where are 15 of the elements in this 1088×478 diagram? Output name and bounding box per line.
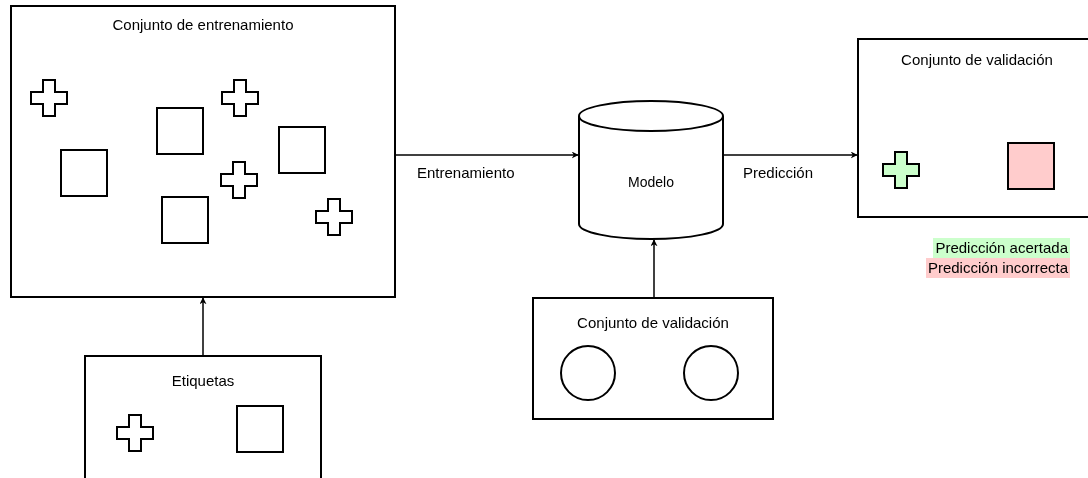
process-box xyxy=(10,5,396,298)
arrow xyxy=(723,151,858,159)
node-title: Conjunto de entrenamiento xyxy=(111,15,295,35)
process-box xyxy=(84,355,322,478)
node-title: Etiquetas xyxy=(170,371,236,391)
process-box xyxy=(532,297,774,420)
arrow xyxy=(650,239,658,298)
process-box xyxy=(857,38,1088,218)
arrow xyxy=(395,151,579,159)
node-title: Modelo xyxy=(627,173,675,192)
node-title: Conjunto de validación xyxy=(576,313,730,333)
legend-entry: Predicción acertada xyxy=(933,238,1070,258)
legend-entry: Predicción incorrecta xyxy=(925,258,1070,278)
node-title: Conjunto de validación xyxy=(900,50,1054,70)
arrow xyxy=(199,297,207,356)
